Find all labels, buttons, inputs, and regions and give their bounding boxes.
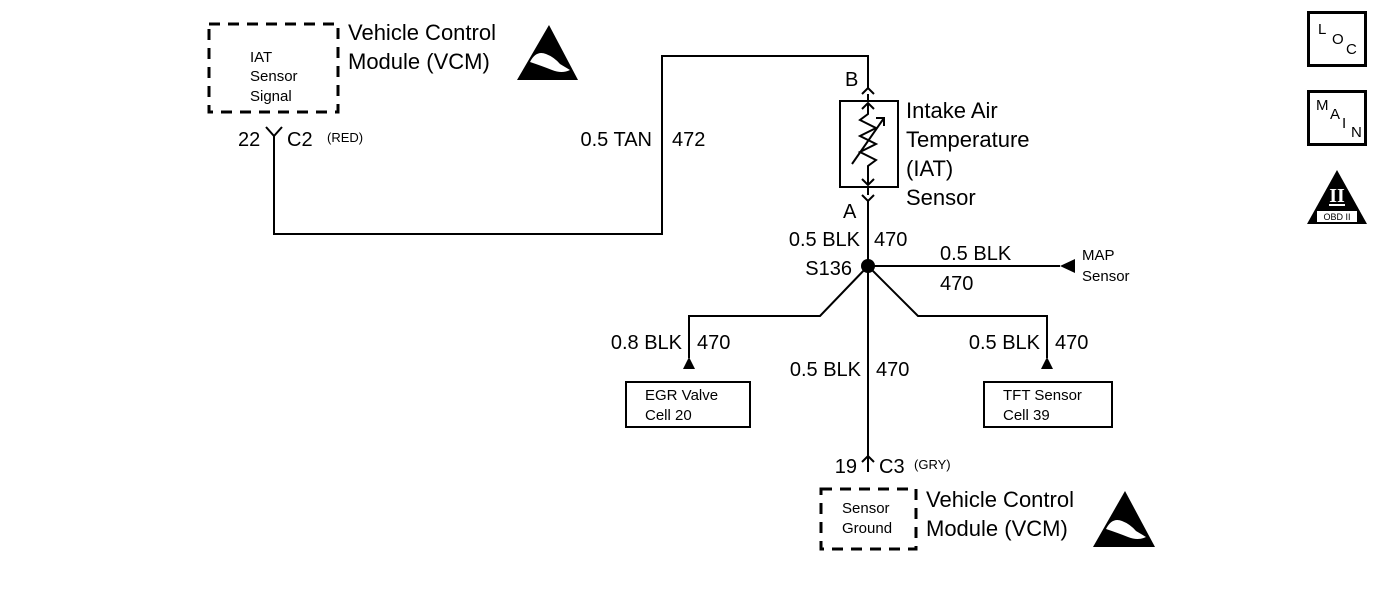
vcm-bottom-title-line-1: Vehicle Control: [926, 487, 1074, 512]
map-dest-line-1: MAP: [1082, 247, 1115, 264]
wire-center-gauge-color: 0.5 BLK: [790, 359, 862, 381]
wire-center-circuit: 470: [876, 359, 909, 381]
wire-egr: [688, 265, 869, 358]
obd-numeral: II: [1329, 185, 1345, 207]
loc-letter-l: L: [1318, 21, 1327, 38]
wire-map-circuit: 470: [940, 273, 973, 295]
wire-tan-circuit: 472: [672, 129, 705, 151]
vcm-top-box-line-2: Sensor: [250, 68, 298, 85]
wire-map-gauge-color: 0.5 BLK: [940, 243, 1012, 265]
wire-tft: [867, 265, 1048, 358]
vcm-top-connector: C2: [287, 129, 313, 151]
wire-a-gauge-color: 0.5 BLK: [789, 229, 861, 251]
tft-arrow-icon: [1041, 357, 1053, 369]
vcm-top-connector-color: (RED): [327, 130, 363, 145]
main-letter-a: A: [1330, 106, 1341, 123]
map-dest-line-2: Sensor: [1082, 268, 1130, 285]
tft-dest-box[interactable]: [983, 381, 1113, 428]
wire-a-circuit: 470: [874, 229, 907, 251]
loc-letter-o: O: [1332, 31, 1344, 48]
main-letter-m: M: [1316, 97, 1329, 114]
egr-dest-line-1: EGR Valve: [645, 387, 718, 404]
vcm-top-box: [207, 22, 340, 114]
iat-pin-a-connector: [861, 194, 875, 203]
obd-label: OBD II: [1323, 212, 1350, 222]
main-letter-i: I: [1342, 115, 1347, 132]
vcm-top-connector-symbol: [265, 126, 283, 138]
loc-button[interactable]: L O C: [1307, 11, 1367, 67]
wire-egr-gauge-color: 0.8 BLK: [611, 332, 683, 354]
loc-letter-c: C: [1346, 41, 1357, 58]
egr-arrow-icon: [683, 357, 695, 369]
splice-label: S136: [805, 258, 852, 280]
vcm-top-title-line-2: Module (VCM): [348, 49, 490, 74]
vcm-bottom-connector: C3: [879, 456, 905, 478]
iat-title-line-2: Temperature: [906, 127, 1030, 152]
vcm-bottom-title-line-2: Module (VCM): [926, 516, 1068, 541]
iat-pin-a: A: [843, 201, 857, 223]
vcm-top-pin: 22: [238, 129, 260, 151]
iat-pin-b-connector: [861, 86, 875, 95]
iat-title-line-3: (IAT): [906, 156, 953, 181]
wire-tft-gauge-color: 0.5 BLK: [969, 332, 1041, 354]
vcm-bottom-connector-color: (GRY): [914, 457, 951, 472]
vcm-top-box-line-3: Signal: [250, 88, 292, 105]
esd-warning-icon: [517, 25, 578, 80]
vcm-bottom-box-line-2: Ground: [842, 520, 892, 537]
vcm-bottom-box-line-1: Sensor: [842, 500, 890, 517]
wire-tft-circuit: 470: [1055, 332, 1088, 354]
tft-dest-line-1: TFT Sensor: [1003, 387, 1082, 404]
vcm-bottom-box: [819, 487, 918, 551]
main-button[interactable]: M A I N: [1307, 90, 1367, 146]
wire-egr-circuit: 470: [697, 332, 730, 354]
tft-dest-line-2: Cell 39: [1003, 407, 1050, 424]
iat-pin-b: B: [845, 69, 858, 91]
wire-tan-gauge-color: 0.5 TAN: [580, 129, 652, 151]
main-letter-n: N: [1351, 124, 1362, 141]
esd-warning-icon: [1093, 491, 1155, 547]
obd-ii-button[interactable]: II OBD II: [1305, 168, 1369, 226]
wire-tan-472: [273, 55, 869, 235]
egr-dest-box[interactable]: [625, 381, 751, 428]
obd-ii-icon: II OBD II: [1307, 170, 1367, 224]
thermistor-icon: [851, 101, 885, 187]
iat-title-line-4: Sensor: [906, 185, 976, 210]
vcm-bottom-pin: 19: [835, 456, 857, 478]
map-arrow-icon: [1060, 259, 1075, 273]
vcm-top-box-line-1: IAT: [250, 49, 272, 66]
iat-title-line-1: Intake Air: [906, 98, 998, 123]
vcm-top-title-line-1: Vehicle Control: [348, 20, 496, 45]
egr-dest-line-2: Cell 20: [645, 407, 692, 424]
